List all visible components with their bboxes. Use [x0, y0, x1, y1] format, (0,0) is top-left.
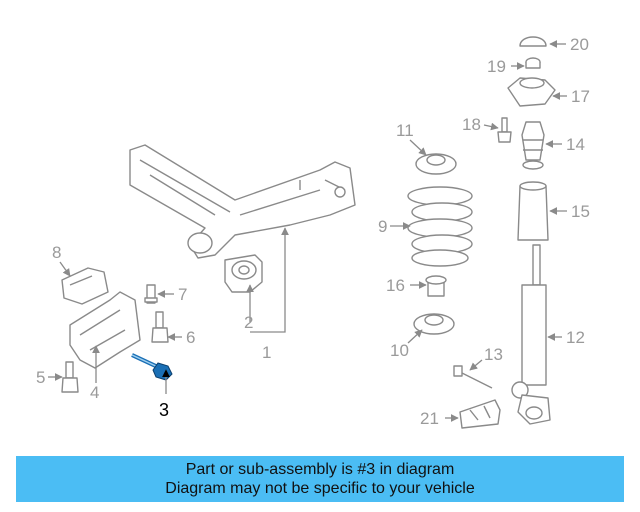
strut-mount-part: [507, 77, 556, 107]
label-20: 20: [570, 35, 589, 54]
label-12: 12: [566, 328, 585, 347]
mount-pad-part: [61, 267, 109, 305]
bolt-18-part: [497, 117, 512, 143]
label-10: 10: [390, 341, 409, 360]
bolt-5-part: [61, 361, 79, 393]
cap-20-part: [519, 36, 547, 47]
lower-spring-seat-part: [413, 313, 455, 335]
bracket-21-part: [459, 399, 501, 429]
banner-line-disclaimer: Diagram may not be specific to your vehi…: [165, 480, 475, 497]
label-14: 14: [566, 135, 585, 154]
nut-19-part: [525, 57, 541, 69]
label-17: 17: [571, 87, 590, 106]
label-6: 6: [186, 328, 195, 347]
info-banner: Part or sub-assembly is #3 in diagram Di…: [16, 456, 624, 502]
label-5: 5: [36, 368, 45, 387]
label-13: 13: [484, 345, 503, 364]
banner-line-part-number: Part or sub-assembly is #3 in diagram: [185, 461, 455, 478]
bush-16-part: [425, 275, 447, 297]
label-2: 2: [244, 313, 253, 332]
shock-absorber-part: [511, 244, 551, 425]
label-8: 8: [52, 243, 61, 262]
coil-spring-part: [407, 186, 473, 267]
bolt-6-part: [151, 311, 169, 343]
long-bolt-part: [453, 365, 493, 389]
label-4: 4: [90, 383, 99, 402]
dust-boot-part: [517, 181, 549, 241]
bump-stop-part: [521, 121, 545, 170]
bolt-7-part: [144, 284, 158, 304]
label-16: 16: [386, 276, 405, 295]
leader-lines: [48, 40, 567, 422]
axle-beam-part: [129, 144, 356, 259]
label-21: 21: [420, 409, 439, 428]
label-15: 15: [571, 202, 590, 221]
label-19: 19: [487, 57, 506, 76]
label-9: 9: [378, 217, 387, 236]
label-3: 3: [159, 400, 169, 420]
label-11: 11: [396, 121, 414, 140]
parts-diagram: 1 2 3 4 5 6 7 8 9 10 11 12 13 14 15 16 1…: [36, 35, 590, 429]
upper-spring-seat-part: [415, 153, 457, 175]
label-18: 18: [462, 115, 481, 134]
label-1: 1: [262, 343, 271, 362]
label-7: 7: [178, 285, 187, 304]
bushing-part: [224, 254, 263, 293]
